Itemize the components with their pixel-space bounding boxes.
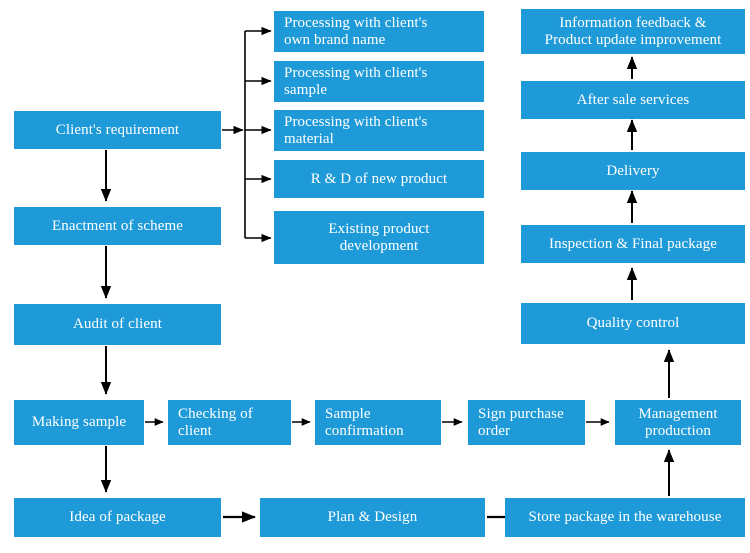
node-delivery[interactable]: Delivery — [521, 152, 745, 190]
node-processing-own-brand[interactable]: Processing with client's own brand name — [274, 11, 484, 52]
node-rd-new-product[interactable]: R & D of new product — [274, 160, 484, 198]
node-clients-requirement[interactable]: Client's requirement — [14, 111, 221, 149]
node-sample-confirmation[interactable]: Sample confirmation — [315, 400, 441, 445]
node-processing-sample[interactable]: Processing with client's sample — [274, 61, 484, 102]
node-idea-of-package[interactable]: Idea of package — [14, 498, 221, 537]
node-information-feedback[interactable]: Information feedback & Product update im… — [521, 9, 745, 54]
node-processing-material[interactable]: Processing with client's material — [274, 110, 484, 151]
node-audit-of-client[interactable]: Audit of client — [14, 304, 221, 345]
node-existing-product-development[interactable]: Existing product development — [274, 211, 484, 264]
node-inspection-final-package[interactable]: Inspection & Final package — [521, 225, 745, 263]
node-sign-purchase-order[interactable]: Sign purchase order — [468, 400, 585, 445]
node-making-sample[interactable]: Making sample — [14, 400, 144, 445]
node-checking-of-client[interactable]: Checking of client — [168, 400, 291, 445]
node-after-sale-services[interactable]: After sale services — [521, 81, 745, 119]
node-plan-and-design[interactable]: Plan & Design — [260, 498, 485, 537]
node-enactment-of-scheme[interactable]: Enactment of scheme — [14, 207, 221, 245]
node-management-production[interactable]: Management production — [615, 400, 741, 445]
node-store-package-warehouse[interactable]: Store package in the warehouse — [505, 498, 745, 537]
node-quality-control[interactable]: Quality control — [521, 303, 745, 344]
